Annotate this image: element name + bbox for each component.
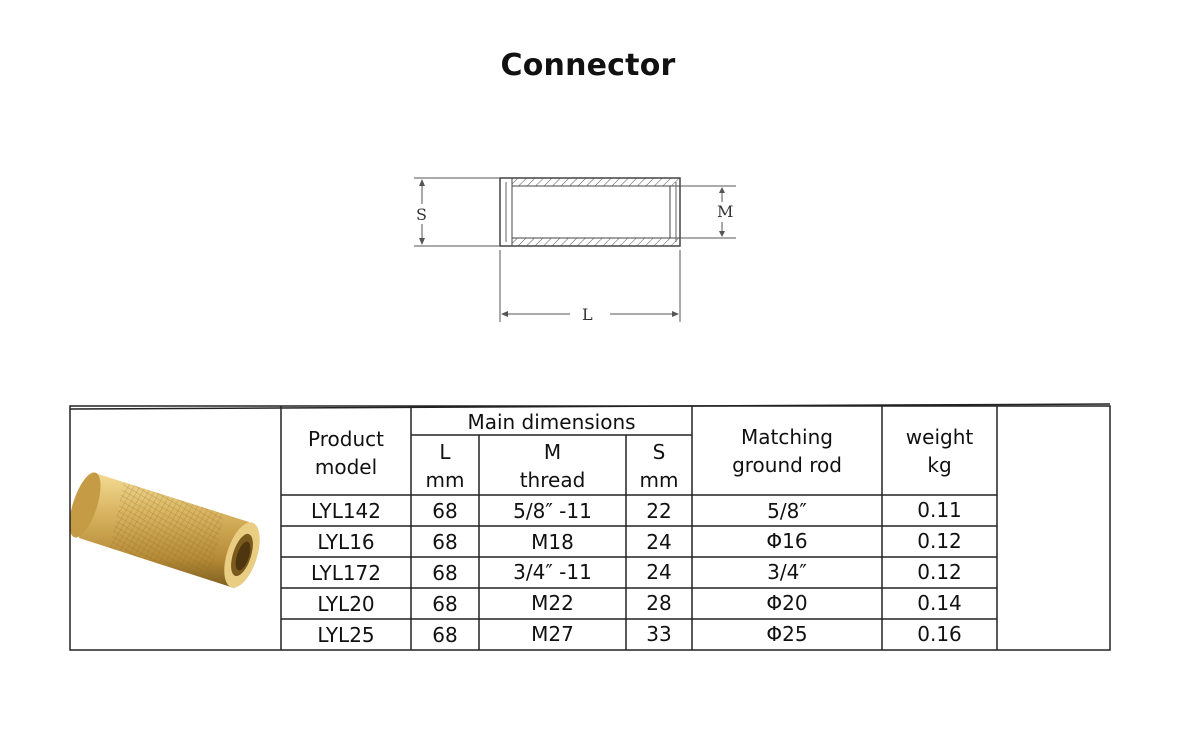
cell-model: LYL172: [310, 561, 382, 585]
cell-weight: 0.14: [917, 591, 962, 615]
cell-s: 28: [646, 591, 672, 615]
cell-m: M27: [531, 622, 574, 646]
cell-rod: Φ25: [766, 622, 808, 646]
cell-weight: 0.12: [917, 560, 962, 584]
cell-model: LYL16: [317, 530, 375, 554]
cell-model: LYL20: [317, 592, 375, 616]
header-l: L mm: [425, 440, 465, 492]
cell-m: 5/8″ -11: [513, 499, 592, 523]
page-title: Connector: [500, 48, 676, 83]
cell-m: M18: [531, 530, 574, 554]
cell-rod: Φ20: [766, 591, 808, 615]
header-main-dimensions: Main dimensions: [467, 409, 636, 434]
header-s: S mm: [639, 440, 679, 492]
cell-l: 68: [432, 592, 458, 616]
header-m: M thread: [519, 440, 586, 492]
cell-s: 33: [646, 622, 672, 646]
connector-technical-drawing: S M L: [414, 177, 736, 324]
cell-s: 24: [646, 530, 672, 554]
cell-rod: 3/4″: [767, 560, 807, 584]
cell-weight: 0.16: [917, 622, 962, 646]
cell-s: 24: [646, 560, 672, 584]
dim-m-label: M: [717, 202, 733, 221]
cell-model: LYL142: [310, 499, 382, 523]
cell-s: 22: [646, 499, 672, 523]
cell-model: LYL25: [317, 623, 375, 647]
cell-m: 3/4″ -11: [513, 560, 592, 584]
cell-l: 68: [432, 561, 458, 585]
cell-weight: 0.12: [917, 529, 962, 553]
cell-rod: 5/8″: [767, 499, 807, 523]
cell-m: M22: [531, 591, 574, 615]
dim-s-label: S: [416, 205, 427, 224]
header-matching-ground-rod: Matching ground rod: [732, 424, 842, 477]
connector-photo: [70, 472, 260, 588]
header-product-model: Product model: [308, 426, 384, 479]
cell-l: 68: [432, 623, 458, 647]
cell-rod: Φ16: [766, 529, 808, 553]
header-weight: weight kg: [905, 424, 974, 477]
cell-weight: 0.11: [917, 498, 962, 522]
cell-l: 68: [432, 530, 458, 554]
dim-l-label: L: [582, 305, 593, 324]
cell-l: 68: [432, 499, 458, 523]
